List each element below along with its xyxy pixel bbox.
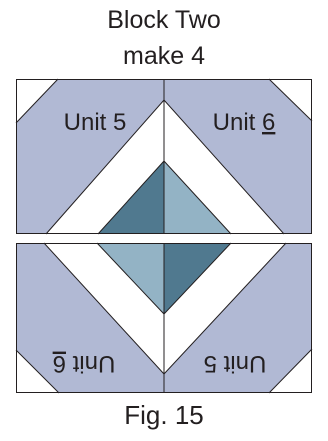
unit-5-rotated-label: Unit 5 — [204, 350, 267, 377]
unit-5-label: Unit 5 — [64, 109, 127, 136]
top-half — [16, 79, 312, 234]
unit-6-rotated-label: Unit 6 — [53, 350, 116, 377]
unit-6-label: Unit 6 — [213, 109, 276, 136]
figure-caption: Fig. 15 — [0, 402, 328, 428]
